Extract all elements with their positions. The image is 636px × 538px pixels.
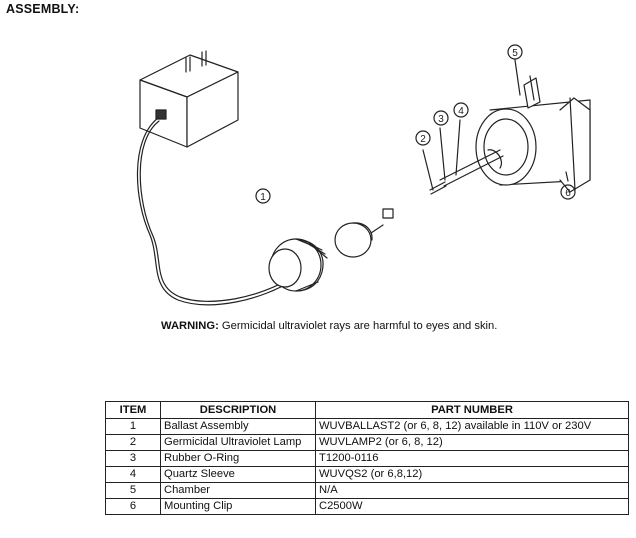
- header-description: DESCRIPTION: [160, 401, 316, 419]
- power-cord: [136, 117, 294, 306]
- cell-description: Germicidal Ultraviolet Lamp: [160, 434, 316, 451]
- cell-part-number: WUVBALLAST2 (or 6, 8, 12) available in 1…: [315, 418, 629, 435]
- lamp-connector: [268, 238, 328, 292]
- cell-description: Ballast Assembly: [160, 418, 316, 435]
- cell-item: 4: [105, 466, 161, 483]
- header-part-number: PART NUMBER: [315, 401, 629, 419]
- table-row: 3 Rubber O-Ring T1200-0116: [105, 450, 629, 467]
- callout-5: 5: [512, 48, 518, 59]
- table-row: 2 Germicidal Ultraviolet Lamp WUVLAMP2 (…: [105, 434, 629, 451]
- cell-description: Mounting Clip: [160, 498, 316, 515]
- cell-description: Rubber O-Ring: [160, 450, 316, 467]
- assembly-diagram: 1 2 3 4 5 6: [136, 44, 591, 306]
- warning-label: WARNING:: [161, 320, 219, 332]
- callout-3: 3: [438, 114, 444, 125]
- table-row: 6 Mounting Clip C2500W: [105, 498, 629, 515]
- callout-6: 6: [565, 188, 571, 199]
- cell-part-number: N/A: [315, 482, 629, 499]
- callout-4: 4: [458, 106, 464, 117]
- cell-item: 6: [105, 498, 161, 515]
- cell-description: Chamber: [160, 482, 316, 499]
- section-heading: ASSEMBLY:: [6, 2, 80, 16]
- cell-part-number: T1200-0116: [315, 450, 629, 467]
- cell-item: 5: [105, 482, 161, 499]
- table-row: 5 Chamber N/A: [105, 482, 629, 499]
- cell-part-number: WUVQS2 (or 6,8,12): [315, 466, 629, 483]
- cell-part-number: C2500W: [315, 498, 629, 515]
- callout-1: 1: [260, 192, 266, 203]
- cell-item: 2: [105, 434, 161, 451]
- cell-item: 3: [105, 450, 161, 467]
- cell-part-number: WUVLAMP2 (or 6, 8, 12): [315, 434, 629, 451]
- cell-item: 1: [105, 418, 161, 435]
- cell-description: Quartz Sleeve: [160, 466, 316, 483]
- ballast-box: [139, 50, 239, 148]
- table-row: 1 Ballast Assembly WUVBALLAST2 (or 6, 8,…: [105, 418, 629, 435]
- warning-note: WARNING: Germicidal ultraviolet rays are…: [161, 320, 497, 332]
- table-header-row: ITEM DESCRIPTION PART NUMBER: [105, 401, 629, 419]
- table-row: 4 Quartz Sleeve WUVQS2 (or 6,8,12): [105, 466, 629, 483]
- chamber: [475, 75, 591, 193]
- lamp-cap: [334, 208, 394, 258]
- callout-2: 2: [420, 134, 426, 145]
- header-item: ITEM: [105, 401, 161, 419]
- quartz-sleeve: [429, 149, 504, 195]
- parts-table: ITEM DESCRIPTION PART NUMBER 1 Ballast A…: [105, 401, 629, 515]
- warning-text: Germicidal ultraviolet rays are harmful …: [218, 320, 498, 332]
